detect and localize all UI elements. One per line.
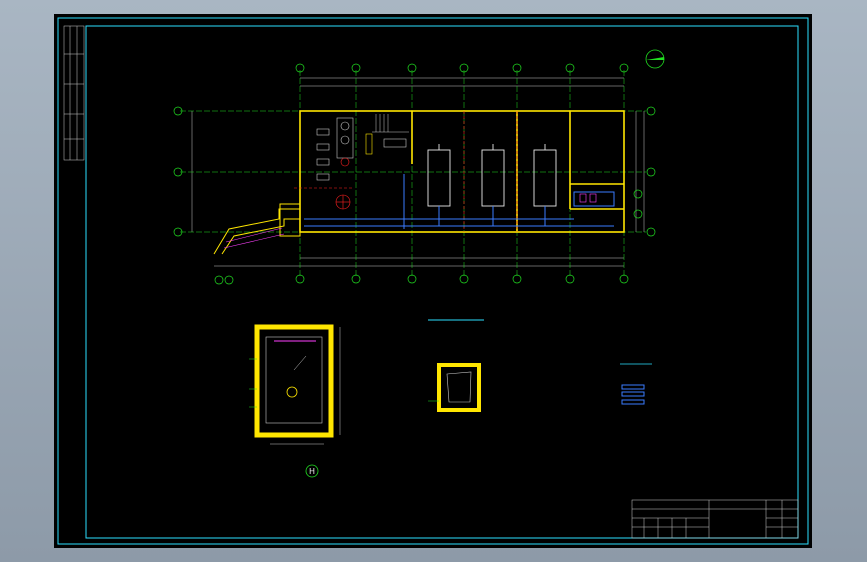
tanks bbox=[427, 144, 557, 207]
inner-frame bbox=[85, 25, 799, 539]
legend bbox=[620, 363, 652, 405]
drawing-sheet: H bbox=[54, 14, 812, 548]
title-block bbox=[631, 499, 799, 539]
equipment-left bbox=[316, 117, 407, 210]
building-walls bbox=[299, 110, 625, 233]
detail-right-plan bbox=[428, 363, 481, 412]
red-section-lines bbox=[294, 111, 518, 232]
outer-frame bbox=[57, 17, 809, 545]
detail-left-plan bbox=[249, 324, 341, 478]
cad-drawing: H bbox=[57, 17, 809, 545]
ramp-hatch bbox=[223, 227, 285, 249]
grid-lines bbox=[180, 70, 646, 276]
north-arrow-icon bbox=[645, 49, 665, 69]
pipes bbox=[304, 174, 615, 229]
floor-plan bbox=[173, 63, 656, 285]
small-room-fixtures bbox=[579, 193, 597, 203]
entry-ramp bbox=[213, 203, 301, 255]
stair bbox=[372, 114, 409, 133]
revision-strip bbox=[63, 25, 85, 161]
detail-left-marker: H bbox=[309, 467, 315, 476]
axis-bubbles bbox=[173, 63, 656, 285]
